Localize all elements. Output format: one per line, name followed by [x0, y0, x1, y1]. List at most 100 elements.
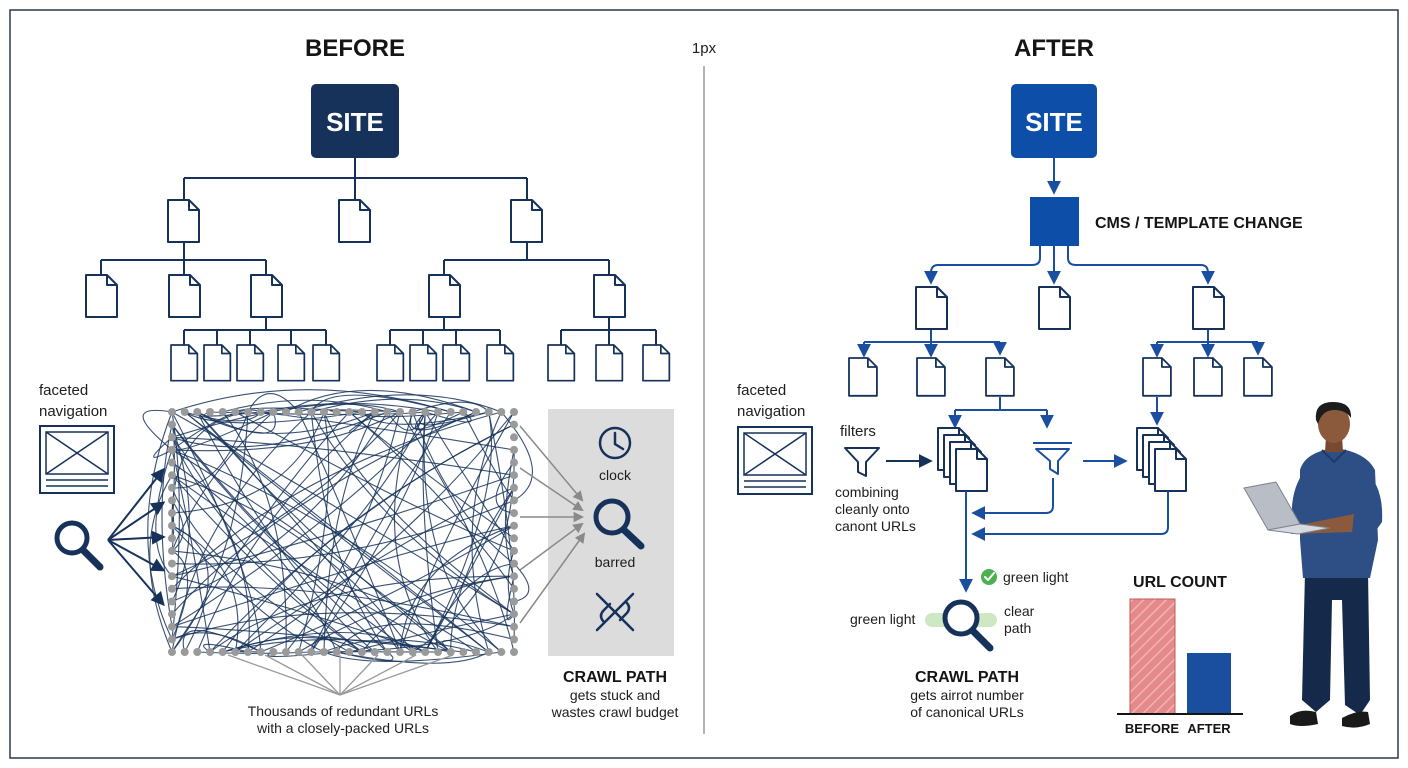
before-caption-line2: with a closely-packed URLs [256, 720, 429, 736]
mesh-url-dot [396, 648, 404, 656]
mesh-url-dot [484, 648, 493, 656]
mesh-url-dot [345, 648, 354, 656]
mesh-url-dot [434, 408, 442, 416]
mesh-url-dot [168, 483, 176, 492]
mesh-link [171, 411, 388, 603]
mesh-link [495, 462, 515, 514]
mesh-link [171, 525, 209, 653]
mesh-link [171, 411, 388, 448]
mesh-url-dot [320, 648, 328, 656]
mesh-link [399, 411, 515, 653]
after-crawl-path-line1: gets airrot number [910, 687, 1024, 703]
mesh-url-dot [408, 648, 417, 656]
mesh-url-dot [510, 584, 518, 593]
mesh-link [285, 411, 401, 653]
wireframe-icon [737, 426, 813, 495]
mesh-url-dot [168, 559, 176, 568]
mesh-url-dot [510, 559, 518, 568]
mesh-url-dot [168, 458, 176, 467]
mesh-link [422, 411, 439, 653]
mesh-link [348, 411, 376, 432]
mesh-url-dot [168, 597, 176, 606]
mesh-link [419, 411, 489, 426]
after-faceted-line1: faceted [737, 382, 786, 399]
mesh-url-dot [510, 610, 518, 619]
mesh-link [323, 411, 376, 653]
before-page-icon [593, 274, 626, 318]
mesh-link [310, 394, 451, 413]
mesh-url-dot [510, 521, 518, 530]
green-light-left-label: green light [850, 611, 915, 627]
mesh-url-dot [294, 648, 303, 656]
before-fan-arrows [107, 467, 166, 607]
mesh-url-dot [434, 648, 442, 656]
mesh-link [171, 411, 249, 653]
before-page-icon [85, 274, 118, 318]
mesh-url-dot [320, 408, 328, 416]
cms-label: CMS / TEMPLATE CHANGE [1095, 215, 1303, 232]
caption-rays [227, 654, 454, 696]
mesh-link [234, 411, 426, 653]
after-page-icon [848, 357, 878, 397]
mesh-url-dot [168, 610, 176, 619]
combining-line3: canont URLs [835, 518, 916, 534]
combining-line1: combining [835, 484, 899, 500]
mesh-url-dot [168, 420, 176, 429]
mesh-link [171, 474, 515, 577]
mesh-link [171, 403, 401, 438]
mesh-link [310, 411, 439, 653]
mesh-link [171, 424, 388, 653]
after-section: AFTER SITE CMS / TEMPLATE CHANGE [737, 35, 1383, 736]
before-faceted-line1: faceted [39, 382, 88, 399]
mesh-url-dot [510, 509, 518, 518]
before-crawl-path-line1: gets stuck and [570, 687, 660, 703]
mesh-link [222, 411, 287, 653]
mesh-link [171, 474, 414, 653]
mesh-link [336, 613, 515, 653]
mesh-link [171, 424, 413, 653]
mesh-url-dot [472, 648, 480, 656]
url-count-chart: URL COUNT BEFORE AFTER [1117, 574, 1243, 736]
after-site-box [1011, 84, 1097, 158]
before-page-icon [547, 344, 576, 382]
mesh-link [171, 474, 363, 653]
mesh-link [171, 411, 401, 452]
mesh-link [171, 550, 477, 653]
mesh-url-dot [484, 408, 493, 416]
stacked-pages-icon [937, 427, 988, 492]
mesh-url-dot [345, 408, 354, 416]
mesh-link [424, 411, 515, 552]
mesh-link [310, 411, 515, 615]
mesh-url-dot [510, 408, 518, 416]
mesh-link [171, 487, 350, 653]
mesh-link [196, 411, 376, 653]
mesh-url-dot [459, 408, 468, 416]
mesh-url-dot [370, 408, 379, 416]
before-page-icon [595, 344, 624, 382]
mesh-url-dot [421, 408, 430, 416]
clock-label: clock [599, 467, 632, 483]
url-count-title: URL COUNT [1133, 574, 1227, 591]
wireframe-icon [39, 425, 115, 494]
mesh-link [184, 411, 490, 653]
after-crawl-path-title: CRAWL PATH [915, 669, 1019, 686]
panel-arrows [519, 425, 586, 624]
mesh-link [171, 409, 261, 451]
person-with-laptop [1243, 402, 1383, 728]
after-page-icon [1038, 286, 1071, 330]
mesh-link [310, 411, 452, 653]
mesh-link [171, 436, 515, 476]
mesh-url-dot [510, 572, 518, 581]
before-page-icon [510, 199, 543, 243]
before-section: BEFORE SITE [39, 35, 679, 736]
mesh-url-dot [510, 546, 518, 555]
before-page-icon [338, 199, 371, 243]
mesh-url-dot [370, 648, 379, 656]
mesh-url-dot [408, 408, 417, 416]
funnel-icon [1033, 442, 1072, 475]
barred-magnifier-icon [593, 498, 645, 550]
clear-path-line1: clear [1004, 603, 1035, 619]
cms-box [1030, 197, 1079, 246]
mesh-link [171, 586, 515, 628]
before-title: BEFORE [305, 35, 405, 62]
